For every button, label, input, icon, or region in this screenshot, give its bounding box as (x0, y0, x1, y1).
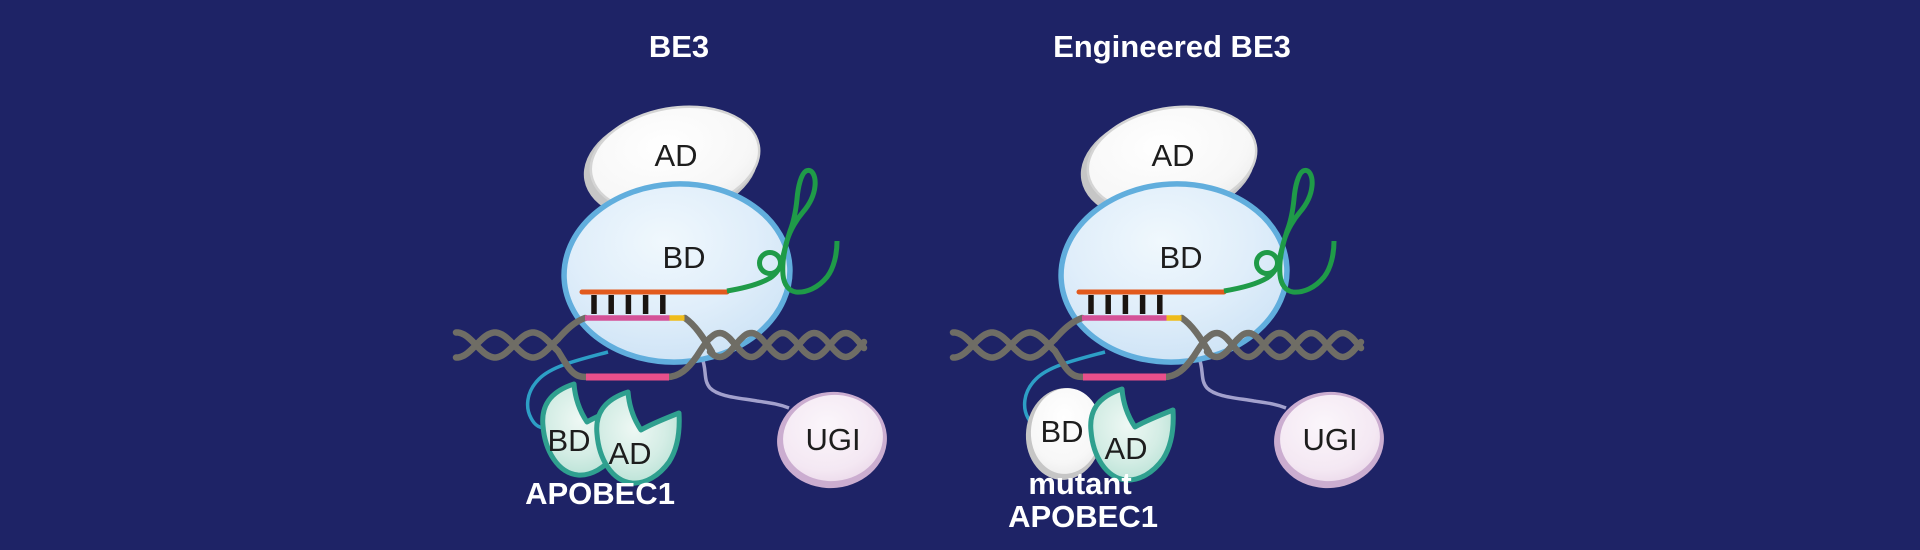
svg-text:APOBEC1: APOBEC1 (1008, 499, 1158, 534)
svg-text:AD: AD (1104, 431, 1147, 466)
svg-text:BD: BD (1040, 414, 1083, 449)
svg-text:BD: BD (547, 423, 590, 458)
svg-text:AD: AD (608, 436, 651, 471)
svg-text:Engineered BE3: Engineered BE3 (1053, 29, 1291, 64)
svg-text:APOBEC1: APOBEC1 (525, 476, 675, 511)
svg-text:BE3: BE3 (649, 29, 709, 64)
svg-text:mutant: mutant (1028, 466, 1131, 501)
